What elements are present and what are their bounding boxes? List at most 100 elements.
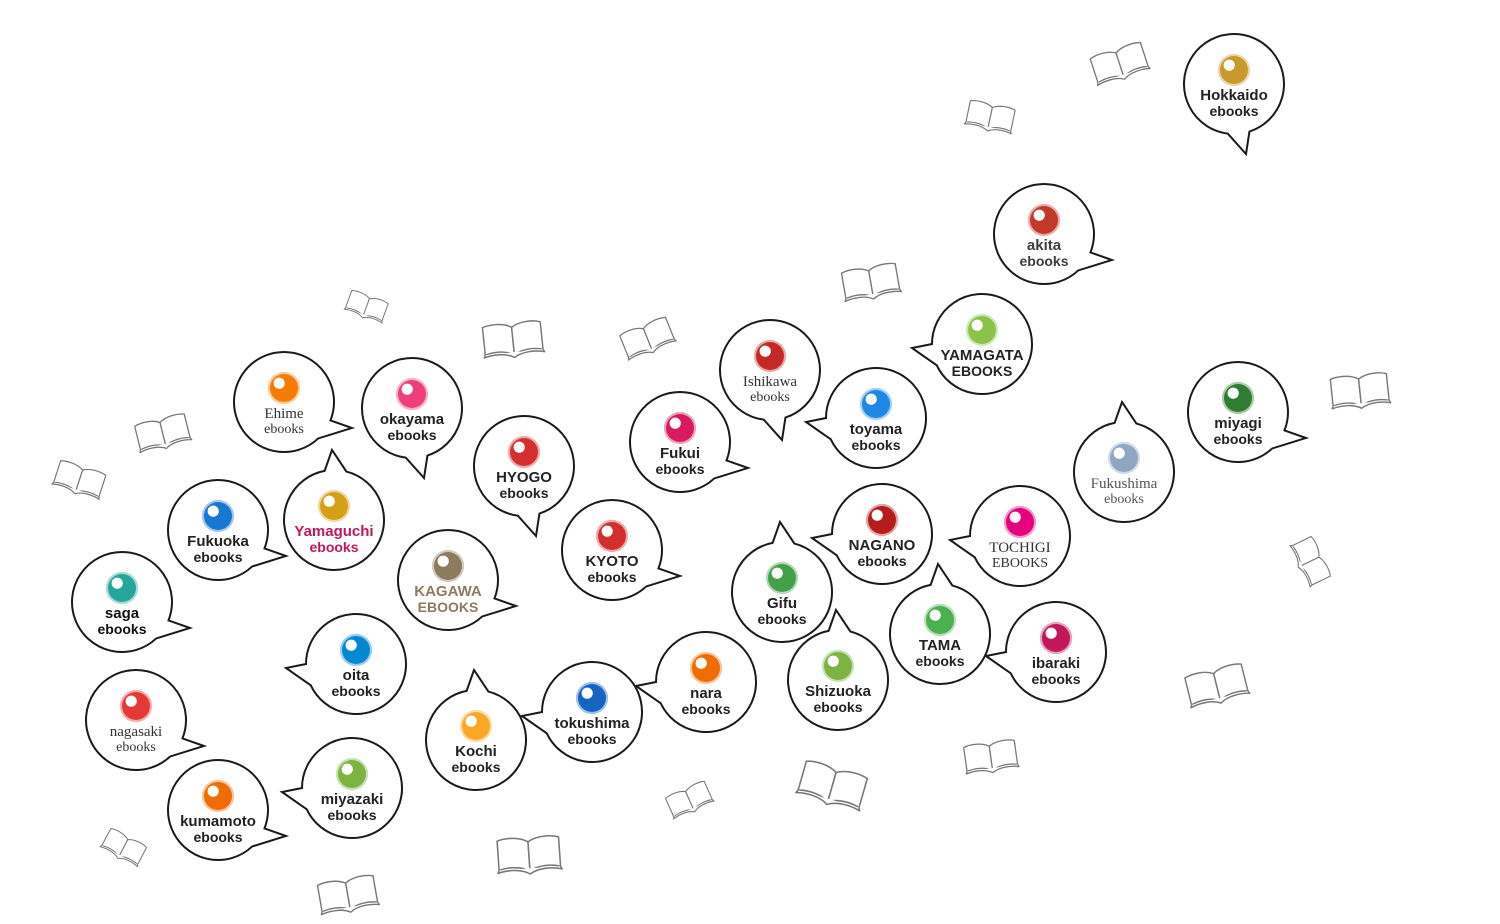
akita-ebooks-label: ebooks [1019, 252, 1069, 269]
akita-mascot-icon [1028, 203, 1060, 236]
yamaguchi-name: Yamaguchi [294, 522, 374, 540]
fukuoka-ebooks-label: ebooks [193, 548, 243, 565]
fukuoka-name: Fukuoka [187, 532, 249, 550]
open-book-icon [313, 869, 384, 924]
kochi-mascot-icon [460, 709, 492, 742]
akita-name: akita [1026, 236, 1062, 254]
miyagi-mascot-icon [1222, 381, 1254, 414]
bubble-outline [983, 601, 1107, 703]
fukushima-name: Fukushima [1090, 475, 1158, 492]
bubble-outline [1183, 33, 1285, 157]
open-book-icon [47, 455, 110, 508]
kagawa-name: KAGAWA [414, 582, 482, 600]
oita-mascot-icon [340, 633, 372, 666]
tochigi-mascot-icon [1004, 505, 1036, 538]
oita-name: oita [342, 666, 370, 684]
tokushima-ebooks-label: ebooks [567, 730, 617, 747]
kochi-name: Kochi [455, 742, 497, 760]
fukushima-mascot-icon [1108, 441, 1140, 474]
ehime-name: Ehime [264, 405, 304, 422]
bubble-outline [167, 759, 290, 861]
bubble-outline [993, 183, 1116, 285]
okayama-name: okayama [379, 410, 445, 428]
nagasaki-name: nagasaki [109, 723, 163, 740]
kyoto-mascot-icon [596, 519, 628, 552]
tochigi-ebooks-label: EBOOKS [991, 555, 1048, 571]
open-book-icon [961, 95, 1020, 142]
toyama-mascot-icon [860, 387, 892, 420]
ehime-ebooks-label: ebooks [264, 421, 304, 437]
miyagi-ebooks-label: ebooks [1213, 430, 1263, 447]
nagano-mascot-icon [866, 503, 898, 536]
shizuoka-mascot-icon [822, 649, 854, 682]
miyazaki-mascot-icon [336, 757, 368, 790]
oita-ebooks-label: ebooks [331, 682, 381, 699]
gifu-ebooks-label: ebooks [757, 610, 807, 627]
bubble-outline [85, 669, 208, 771]
nagano-ebooks-label: ebooks [857, 552, 907, 569]
hokkaido-mascot-icon [1218, 53, 1250, 86]
toyama-name: toyama [849, 420, 903, 438]
bubble-outline [561, 499, 684, 601]
gifu-mascot-icon [766, 561, 798, 594]
tama-name: TAMA [918, 636, 962, 654]
open-book-icon [791, 753, 874, 821]
saga-name: saga [104, 604, 140, 622]
kumamoto-ebooks-label: ebooks [193, 828, 243, 845]
open-book-icon [615, 311, 682, 369]
miyagi-name: miyagi [1214, 414, 1262, 432]
open-book-icon [1326, 367, 1394, 418]
bubble-outline [909, 293, 1033, 395]
okayama-mascot-icon [396, 377, 428, 410]
open-book-icon [661, 776, 719, 827]
open-book-icon [1282, 532, 1336, 593]
open-book-icon [1179, 657, 1254, 718]
bubble-outline [283, 613, 407, 715]
hokkaido-name: Hokkaido [1200, 86, 1268, 104]
kumamoto-mascot-icon [202, 779, 234, 812]
kochi-ebooks-label: ebooks [451, 758, 501, 775]
kagawa-mascot-icon [432, 549, 464, 582]
bubble-outline [473, 415, 575, 539]
bubble-outline [361, 357, 463, 481]
bubble-outline [233, 351, 356, 453]
yamaguchi-ebooks-label: ebooks [309, 538, 359, 555]
bubble-outline [397, 529, 520, 631]
bubble-outline [1187, 361, 1310, 463]
fukuoka-mascot-icon [202, 499, 234, 532]
bubble-outline [719, 319, 821, 443]
tama-mascot-icon [924, 603, 956, 636]
kagawa-ebooks-label: EBOOKS [417, 598, 479, 615]
bubble-outline [167, 479, 290, 581]
